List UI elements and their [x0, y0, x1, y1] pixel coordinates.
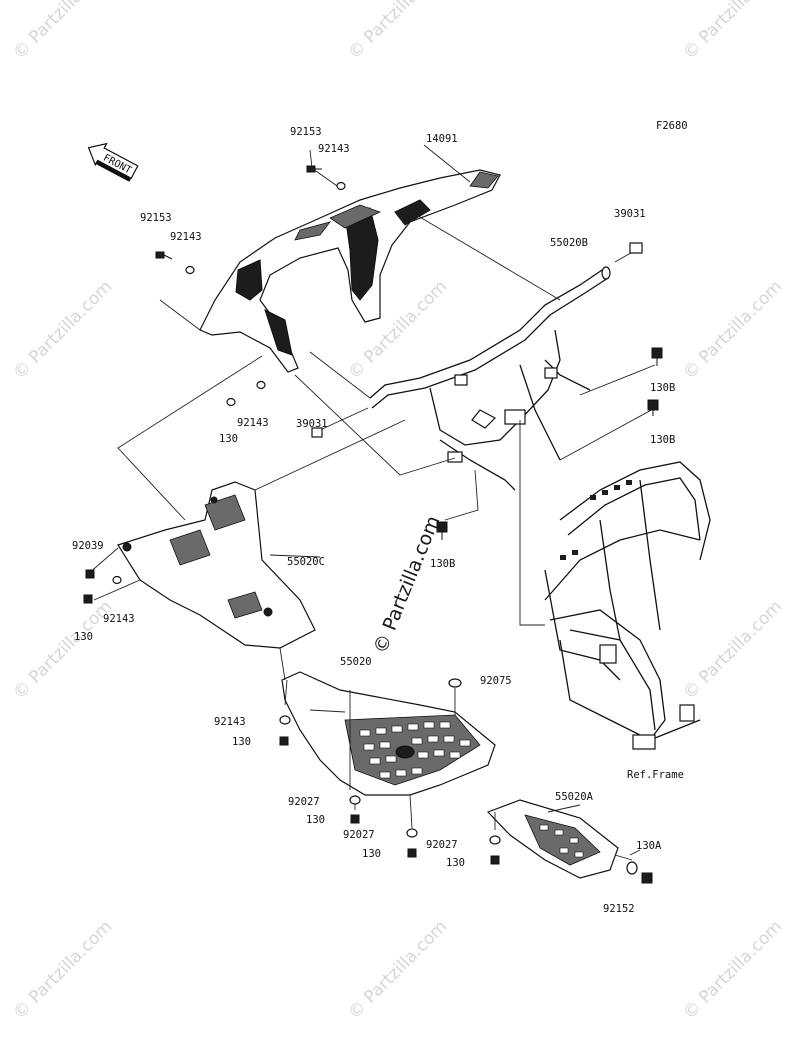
part-label: 92039 — [72, 540, 104, 552]
part-label: 130 — [446, 857, 465, 869]
watermark: © Partzilla.com — [679, 0, 786, 64]
washer-icon — [112, 575, 122, 585]
watermark: © Partzilla.com — [679, 277, 786, 384]
part-label: 92143 — [103, 613, 135, 625]
part-label: 92027 — [426, 839, 458, 851]
bolt-icon — [350, 814, 360, 824]
washer-icon — [185, 265, 195, 275]
bolt-icon — [651, 347, 663, 366]
bolt-icon — [83, 594, 93, 604]
bolt-icon — [407, 848, 417, 858]
diagram-code: F2680 — [656, 120, 688, 132]
part-label: 55020B — [550, 237, 588, 249]
grommet-icon — [406, 828, 418, 838]
part-label: 130 — [362, 848, 381, 860]
clip-icon — [85, 569, 95, 579]
grommet-icon — [311, 427, 323, 438]
part-label: 92152 — [603, 903, 635, 915]
watermark: © Partzilla.com — [679, 597, 786, 704]
plug-icon — [448, 678, 462, 688]
part-label: 130B — [650, 382, 675, 394]
part-label: 92143 — [237, 417, 269, 429]
skid-plate-55020 — [281, 671, 496, 796]
watermark: © Partzilla.com — [9, 597, 116, 704]
bolt-icon — [641, 872, 653, 884]
part-label: 92075 — [480, 675, 512, 687]
ref-frame-label: Ref.Frame — [627, 769, 684, 781]
part-label: 92153 — [290, 126, 322, 138]
part-label: 130B — [650, 434, 675, 446]
grommet-icon — [489, 835, 501, 845]
part-label: 92027 — [343, 829, 375, 841]
part-label: 130 — [306, 814, 325, 826]
part-label: 92143 — [170, 231, 202, 243]
frame-bracket-55020B — [369, 266, 611, 491]
grommet-icon — [629, 242, 643, 254]
washer-icon — [226, 397, 236, 407]
bolt-icon — [647, 399, 659, 416]
part-label: 14091 — [426, 133, 458, 145]
center-watermark: © Partzilla.com — [369, 513, 444, 657]
front-arrow-icon: FRONT — [87, 142, 139, 182]
part-label: 39031 — [296, 418, 328, 430]
bolt-icon — [490, 855, 500, 865]
bolt-icon — [306, 165, 322, 173]
vehicle-frame — [544, 461, 711, 750]
part-label: 39031 — [614, 208, 646, 220]
part-label: 55020 — [340, 656, 372, 668]
watermark: © Partzilla.com — [9, 917, 116, 1024]
part-label: 92143 — [318, 143, 350, 155]
part-label: 130A — [636, 840, 662, 852]
skid-plate-55020A — [486, 799, 619, 879]
watermark: © Partzilla.com — [344, 0, 451, 64]
part-label: 55020C — [287, 556, 325, 568]
watermark: © Partzilla.com — [344, 917, 451, 1024]
grommet-icon — [279, 715, 291, 725]
part-labels: 92153 92143 14091 92153 92143 39031 5502… — [72, 126, 684, 915]
front-guard-14091 — [199, 169, 501, 373]
part-label: 92153 — [140, 212, 172, 224]
watermark: © Partzilla.com — [9, 0, 116, 64]
grommet-icon — [349, 795, 361, 805]
part-label: 130 — [219, 433, 238, 445]
washer-icon — [336, 181, 346, 191]
washer-icon — [256, 380, 266, 390]
bolt-icon — [436, 521, 448, 540]
collar-icon — [626, 861, 638, 875]
bolt-icon — [279, 736, 289, 746]
part-label: 130B — [430, 558, 455, 570]
part-label: 130 — [232, 736, 251, 748]
part-label: 92143 — [214, 716, 246, 728]
watermark: © Partzilla.com — [679, 917, 786, 1024]
skid-plate-55020C — [117, 481, 316, 649]
part-label: 92027 — [288, 796, 320, 808]
fasteners — [83, 165, 663, 884]
watermark: © Partzilla.com — [9, 277, 116, 384]
part-label: 55020A — [555, 791, 594, 803]
bolt-icon — [155, 251, 173, 260]
part-label: 130 — [74, 631, 93, 643]
watermark-layer: © Partzilla.com © Partzilla.com © Partzi… — [9, 0, 786, 1024]
